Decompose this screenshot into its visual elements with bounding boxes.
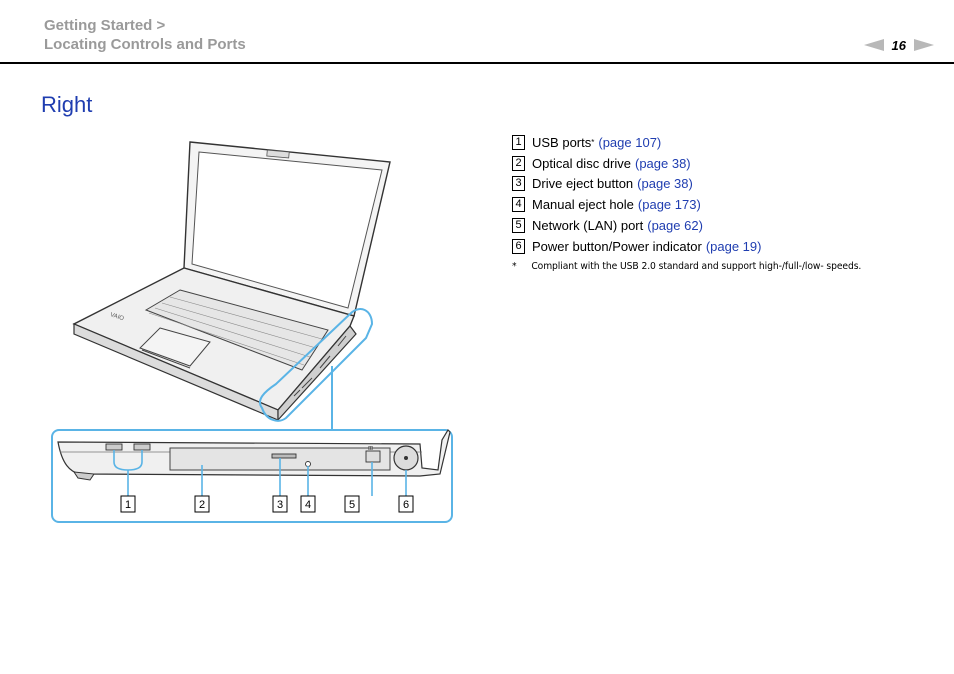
callout-6: 6 [398, 495, 414, 513]
legend-number-box: 2 [512, 155, 525, 171]
callout-1: 1 [120, 495, 136, 513]
legend-item-eject-hole: 4 Manual eject hole (page 173) [512, 194, 932, 215]
footnote: * Compliant with the USB 2.0 standard an… [512, 261, 898, 272]
page-link[interactable]: (page 62) [647, 218, 703, 234]
breadcrumb-parent[interactable]: Getting Started > [44, 17, 166, 34]
legend-number-box: 6 [512, 238, 525, 254]
breadcrumb-current: Locating Controls and Ports [44, 36, 246, 53]
svg-text:⊞: ⊞ [368, 445, 373, 452]
legend-item-label: Optical disc drive [532, 155, 631, 171]
footnote-star: * [512, 260, 517, 272]
callout-4: 4 [300, 495, 316, 513]
svg-text:VAIO: VAIO [109, 312, 124, 322]
svg-text:5: 5 [349, 499, 355, 511]
legend-item-power-button: 6 Power button/Power indicator (page 19) [512, 236, 932, 257]
page-number: 16 [891, 37, 906, 53]
page-link[interactable]: (page 107) [598, 134, 662, 150]
legend-number-box: 5 [512, 218, 525, 234]
svg-text:4: 4 [305, 499, 311, 511]
legend-item-eject-button: 3 Drive eject button (page 38) [512, 174, 932, 195]
legend-number-box: 4 [512, 197, 525, 213]
svg-text:6: 6 [403, 499, 409, 511]
laptop-illustration: VAIO ⊞ [50, 138, 456, 526]
legend-item-optical-drive: 2 Optical disc drive (page 38) [512, 153, 932, 174]
page-link[interactable]: (page 38) [634, 155, 691, 171]
legend-number-box: 3 [512, 176, 525, 192]
callout-2: 2 [194, 495, 210, 513]
page-link[interactable]: (page 173) [637, 197, 701, 213]
legend-item-lan-port: 5 Network (LAN) port (page 62) [512, 215, 932, 236]
header-rule [0, 62, 954, 64]
next-page-arrow-icon[interactable] [914, 39, 934, 51]
legend-item-label: USB ports [532, 134, 592, 150]
previous-page-arrow-icon[interactable] [863, 39, 884, 51]
callout-3: 3 [272, 495, 288, 513]
legend-item-label: Power button/Power indicator [532, 238, 702, 254]
footnote-text: Compliant with the USB 2.0 standard and … [531, 260, 862, 272]
svg-text:1: 1 [125, 499, 131, 511]
svg-text:2: 2 [199, 499, 205, 511]
page-link[interactable]: (page 19) [705, 238, 762, 254]
laptop-right-side-drawing: VAIO ⊞ [51, 141, 453, 523]
legend-item-label: Network (LAN) port [532, 218, 644, 234]
page-link[interactable]: (page 38) [637, 176, 693, 192]
component-legend: 1 USB ports* (page 107) 2 Optical disc d… [512, 132, 932, 272]
page-navigation: 16 [863, 36, 934, 54]
section-title: Right [41, 92, 93, 117]
footnote-marker: * [591, 137, 595, 147]
svg-text:3: 3 [277, 499, 283, 511]
breadcrumb: Getting Started > Locating Controls and … [44, 16, 246, 54]
legend-number-box: 1 [512, 134, 525, 150]
callout-5: 5 [344, 495, 360, 513]
legend-item-label: Manual eject hole [532, 197, 634, 213]
legend-item-label: Drive eject button [532, 176, 634, 192]
legend-item-usb: 1 USB ports* (page 107) [512, 132, 932, 153]
